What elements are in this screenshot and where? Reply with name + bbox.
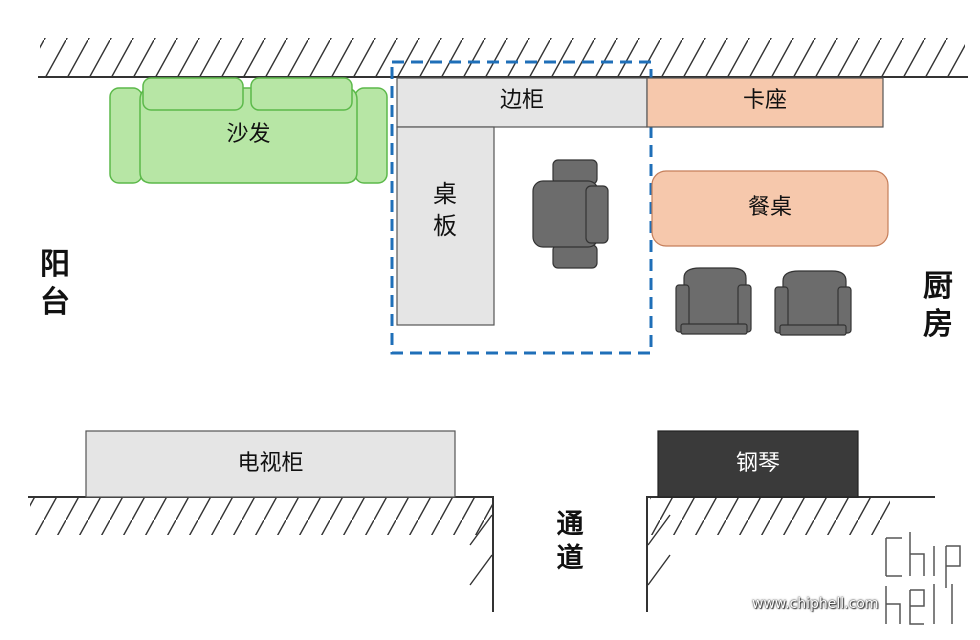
armchair-right xyxy=(774,270,852,336)
piano xyxy=(657,430,859,498)
booth-seat-label: 卡座 xyxy=(742,88,787,113)
desk-board-char-1: 桌 xyxy=(433,180,457,208)
bottom-right-wall xyxy=(646,496,935,612)
office-chair xyxy=(532,159,609,269)
corridor-char-2: 道 xyxy=(556,542,584,574)
sofa xyxy=(109,77,388,184)
corridor-char-1: 通 xyxy=(556,509,584,540)
balcony-char-2: 台 xyxy=(40,284,70,320)
chiphell-logo xyxy=(881,528,965,628)
desk-board-label: 桌 板 xyxy=(430,178,460,243)
dining-table-label: 餐桌 xyxy=(747,195,792,220)
balcony-label: 阳 台 xyxy=(37,246,73,321)
bottom-left-wall xyxy=(28,496,494,612)
booth-seat xyxy=(646,77,884,128)
study-zone-outline xyxy=(390,60,653,355)
kitchen-char-1: 厨 xyxy=(923,269,953,304)
top-wall xyxy=(38,38,968,78)
kitchen-char-2: 房 xyxy=(923,306,953,342)
tv-cabinet-label: 电视柜 xyxy=(237,451,304,476)
sofa-label: 沙发 xyxy=(226,122,271,147)
balcony-char-1: 阳 xyxy=(40,247,70,282)
kitchen-label: 厨 房 xyxy=(920,268,956,343)
piano-label: 钢琴 xyxy=(735,451,780,476)
dining-table xyxy=(651,170,889,247)
sideboard-label: 边柜 xyxy=(499,88,544,113)
corridor-label: 通 道 xyxy=(552,508,588,576)
watermark-url: www.chiphell.com xyxy=(752,596,879,612)
armchair-left xyxy=(675,267,752,335)
desk-board-char-2: 板 xyxy=(433,212,457,241)
sideboard xyxy=(396,77,648,128)
desk-board xyxy=(396,126,495,326)
tv-cabinet xyxy=(85,430,456,498)
